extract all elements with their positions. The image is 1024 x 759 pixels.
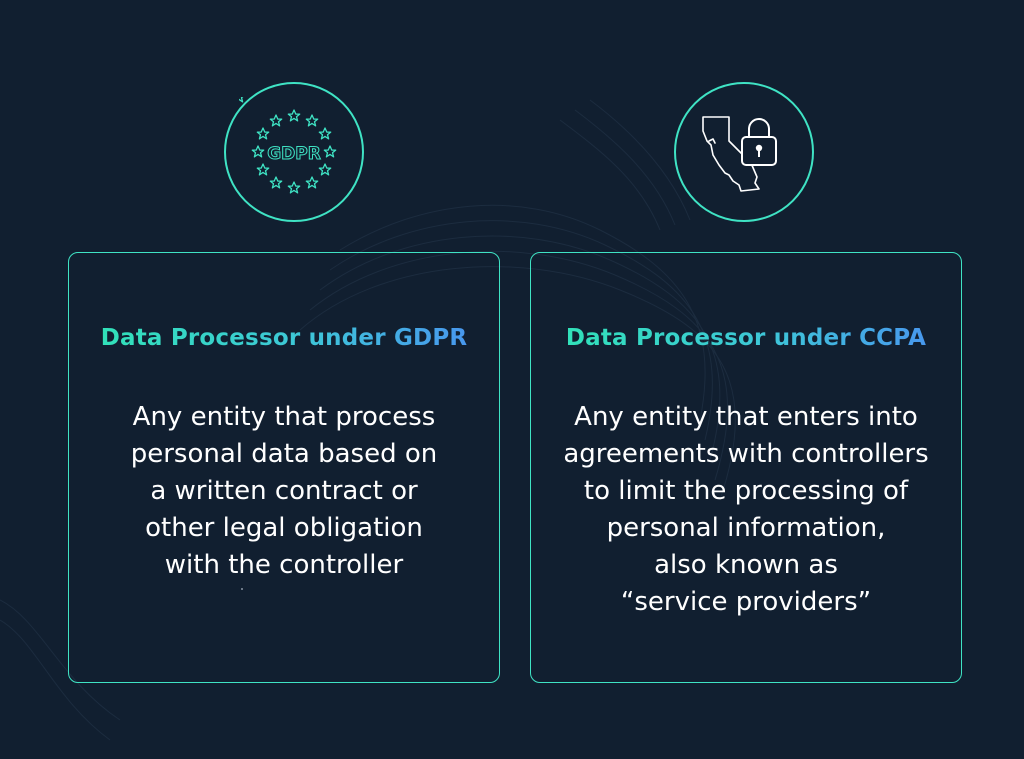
ccpa-card: Data Processor under CCPA Any entity tha…	[530, 252, 962, 683]
decorative-dot	[241, 588, 243, 590]
gdpr-icon-circle: GDPR	[224, 82, 364, 222]
ccpa-body-line: Any entity that enters into	[574, 402, 918, 432]
ccpa-card-title: Data Processor under CCPA	[531, 325, 961, 351]
gdpr-card: Data Processor under GDPR Any entity tha…	[68, 252, 500, 683]
gdpr-card-body: Any entity that process personal data ba…	[79, 399, 489, 584]
ccpa-card-body: Any entity that enters into agreements w…	[541, 399, 951, 621]
ccpa-body-line: agreements with controllers	[563, 439, 929, 469]
gdpr-body-line: a written contract or	[150, 476, 418, 506]
gdpr-body-line: other legal obligation	[145, 513, 423, 543]
gdpr-body-line: Any entity that process	[132, 402, 436, 432]
ccpa-body-line: “service providers”	[620, 587, 872, 617]
ccpa-body-line: to limit the processing of	[583, 476, 909, 506]
ccpa-body-line: also known as	[654, 550, 838, 580]
ccpa-body-line: personal information,	[606, 513, 886, 543]
ccpa-icon-circle	[674, 82, 814, 222]
gdpr-stars-icon: GDPR	[239, 97, 337, 194]
gdpr-badge-text: GDPR	[267, 144, 321, 164]
california-lock-icon	[702, 116, 777, 192]
gdpr-card-title: Data Processor under GDPR	[69, 325, 499, 351]
gdpr-body-line: personal data based on	[130, 439, 438, 469]
gdpr-body-line: with the controller	[164, 550, 404, 580]
